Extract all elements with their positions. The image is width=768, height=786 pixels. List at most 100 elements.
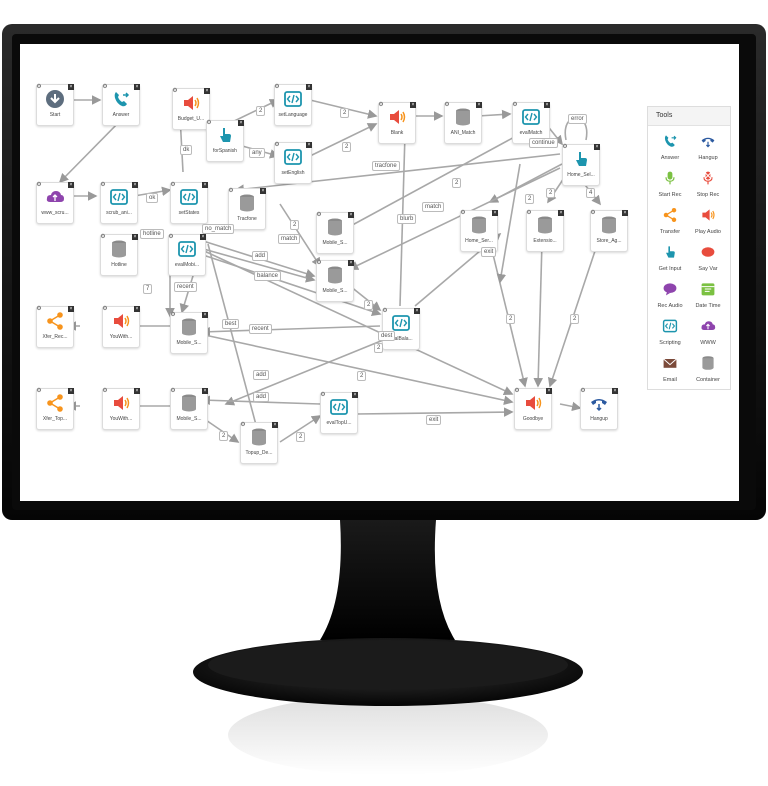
tool-say-var[interactable]: Say Var (690, 244, 726, 274)
flow-node-youwith2[interactable]: ⚙ × YouWith... (102, 388, 140, 430)
gear-icon[interactable]: ⚙ (100, 182, 106, 188)
flow-node-forspanish[interactable]: ⚙ × forSpanish (206, 120, 244, 162)
close-icon[interactable]: × (202, 182, 208, 188)
tool-play-audio[interactable]: Play Audio (690, 207, 726, 237)
close-icon[interactable]: × (352, 392, 358, 398)
close-icon[interactable]: × (238, 120, 244, 126)
tool-answer[interactable]: Answer (652, 133, 688, 163)
gear-icon[interactable]: ⚙ (460, 210, 466, 216)
flow-node-extensio[interactable]: ⚙ × Extensio... (526, 210, 564, 252)
gear-icon[interactable]: ⚙ (320, 392, 326, 398)
close-icon[interactable]: × (134, 306, 140, 312)
flow-node-topup[interactable]: ⚙ × Topup_De... (240, 422, 278, 464)
close-icon[interactable]: × (476, 102, 482, 108)
close-icon[interactable]: × (622, 210, 628, 216)
gear-icon[interactable]: ⚙ (170, 388, 176, 394)
flow-node-mobiles3[interactable]: ⚙ × Mobile_S... (170, 312, 208, 354)
gear-icon[interactable]: ⚙ (240, 422, 246, 428)
flow-node-mobiles2[interactable]: ⚙ × Mobile_S... (316, 260, 354, 302)
close-icon[interactable]: × (68, 388, 74, 394)
gear-icon[interactable]: ⚙ (168, 234, 174, 240)
gear-icon[interactable]: ⚙ (36, 182, 42, 188)
close-icon[interactable]: × (492, 210, 498, 216)
flow-node-setstates[interactable]: ⚙ × setStates (170, 182, 208, 224)
gear-icon[interactable]: ⚙ (562, 144, 568, 150)
close-icon[interactable]: × (202, 388, 208, 394)
flow-node-setlang[interactable]: ⚙ × setLanguage (274, 84, 312, 126)
close-icon[interactable]: × (68, 306, 74, 312)
gear-icon[interactable]: ⚙ (170, 182, 176, 188)
flow-node-ani[interactable]: ⚙ × ANI_Match (444, 102, 482, 144)
gear-icon[interactable]: ⚙ (228, 188, 234, 194)
gear-icon[interactable]: ⚙ (100, 234, 106, 240)
flow-node-answer[interactable]: ⚙ × Answer (102, 84, 140, 126)
close-icon[interactable]: × (134, 84, 140, 90)
close-icon[interactable]: × (612, 388, 618, 394)
gear-icon[interactable]: ⚙ (382, 308, 388, 314)
flow-node-tracfone[interactable]: ⚙ × Tracfone (228, 188, 266, 230)
close-icon[interactable]: × (546, 388, 552, 394)
close-icon[interactable]: × (414, 308, 420, 314)
flow-node-evalmobi[interactable]: ⚙ × evalMobi... (168, 234, 206, 276)
close-icon[interactable]: × (410, 102, 416, 108)
close-icon[interactable]: × (306, 142, 312, 148)
flow-node-youwith1[interactable]: ⚙ × YouWith... (102, 306, 140, 348)
tool-container[interactable]: Container (690, 355, 726, 385)
tool-rec-audio[interactable]: Rec Audio (652, 281, 688, 311)
flow-node-mobiles4[interactable]: ⚙ × Mobile_S... (170, 388, 208, 430)
gear-icon[interactable]: ⚙ (526, 210, 532, 216)
flow-node-xferrec[interactable]: ⚙ × Xfer_Rec... (36, 306, 74, 348)
close-icon[interactable]: × (544, 102, 550, 108)
gear-icon[interactable]: ⚙ (170, 312, 176, 318)
gear-icon[interactable]: ⚙ (36, 84, 42, 90)
flow-node-blank[interactable]: ⚙ × Blank (378, 102, 416, 144)
gear-icon[interactable]: ⚙ (206, 120, 212, 126)
tool-stop-rec[interactable]: Stop Rec (690, 170, 726, 200)
close-icon[interactable]: × (134, 388, 140, 394)
tool-scripting[interactable]: Scripting (652, 318, 688, 348)
flow-node-homeser[interactable]: ⚙ × Home_Ser... (460, 210, 498, 252)
tool-date-time[interactable]: Date Time (690, 281, 726, 311)
tool-get-input[interactable]: Get Input (652, 244, 688, 274)
flow-node-xfertop[interactable]: ⚙ × Xfer_Top... (36, 388, 74, 430)
close-icon[interactable]: × (348, 260, 354, 266)
gear-icon[interactable]: ⚙ (172, 88, 178, 94)
gear-icon[interactable]: ⚙ (274, 142, 280, 148)
gear-icon[interactable]: ⚙ (36, 306, 42, 312)
gear-icon[interactable]: ⚙ (316, 260, 322, 266)
close-icon[interactable]: × (132, 182, 138, 188)
gear-icon[interactable]: ⚙ (102, 306, 108, 312)
flow-node-mobiles1[interactable]: ⚙ × Mobile_S... (316, 212, 354, 254)
close-icon[interactable]: × (202, 312, 208, 318)
flow-node-storeag[interactable]: ⚙ × Store_Ag... (590, 210, 628, 252)
flow-node-scrub[interactable]: ⚙ × scrub_ani... (100, 182, 138, 224)
flow-node-hotline[interactable]: ⚙ × Hotline (100, 234, 138, 276)
flow-node-budget[interactable]: ⚙ × Budget_U... (172, 88, 210, 130)
flow-node-evaltopu[interactable]: ⚙ × evalTopU... (320, 392, 358, 434)
flow-node-www[interactable]: ⚙ × www_scru... (36, 182, 74, 224)
gear-icon[interactable]: ⚙ (274, 84, 280, 90)
close-icon[interactable]: × (68, 182, 74, 188)
gear-icon[interactable]: ⚙ (444, 102, 450, 108)
flow-node-homesel[interactable]: ⚙ × Home_Sel... (562, 144, 600, 186)
flow-node-start[interactable]: ⚙ × Start (36, 84, 74, 126)
flow-node-hangup[interactable]: ⚙ × Hangup (580, 388, 618, 430)
gear-icon[interactable]: ⚙ (514, 388, 520, 394)
gear-icon[interactable]: ⚙ (316, 212, 322, 218)
flow-node-goodbye[interactable]: ⚙ × Goodbye (514, 388, 552, 430)
flow-node-evalmatch[interactable]: ⚙ × evalMatch (512, 102, 550, 144)
flow-node-evalbala[interactable]: ⚙ × evalBala... (382, 308, 420, 350)
tool-start-rec[interactable]: Start Rec (652, 170, 688, 200)
gear-icon[interactable]: ⚙ (378, 102, 384, 108)
close-icon[interactable]: × (594, 144, 600, 150)
gear-icon[interactable]: ⚙ (580, 388, 586, 394)
tool-transfer[interactable]: Transfer (652, 207, 688, 237)
gear-icon[interactable]: ⚙ (102, 84, 108, 90)
gear-icon[interactable]: ⚙ (102, 388, 108, 394)
close-icon[interactable]: × (132, 234, 138, 240)
close-icon[interactable]: × (272, 422, 278, 428)
flow-node-setenglish[interactable]: ⚙ × setEnglish (274, 142, 312, 184)
tool-email[interactable]: Email (652, 355, 688, 385)
tool-www[interactable]: WWW (690, 318, 726, 348)
gear-icon[interactable]: ⚙ (590, 210, 596, 216)
